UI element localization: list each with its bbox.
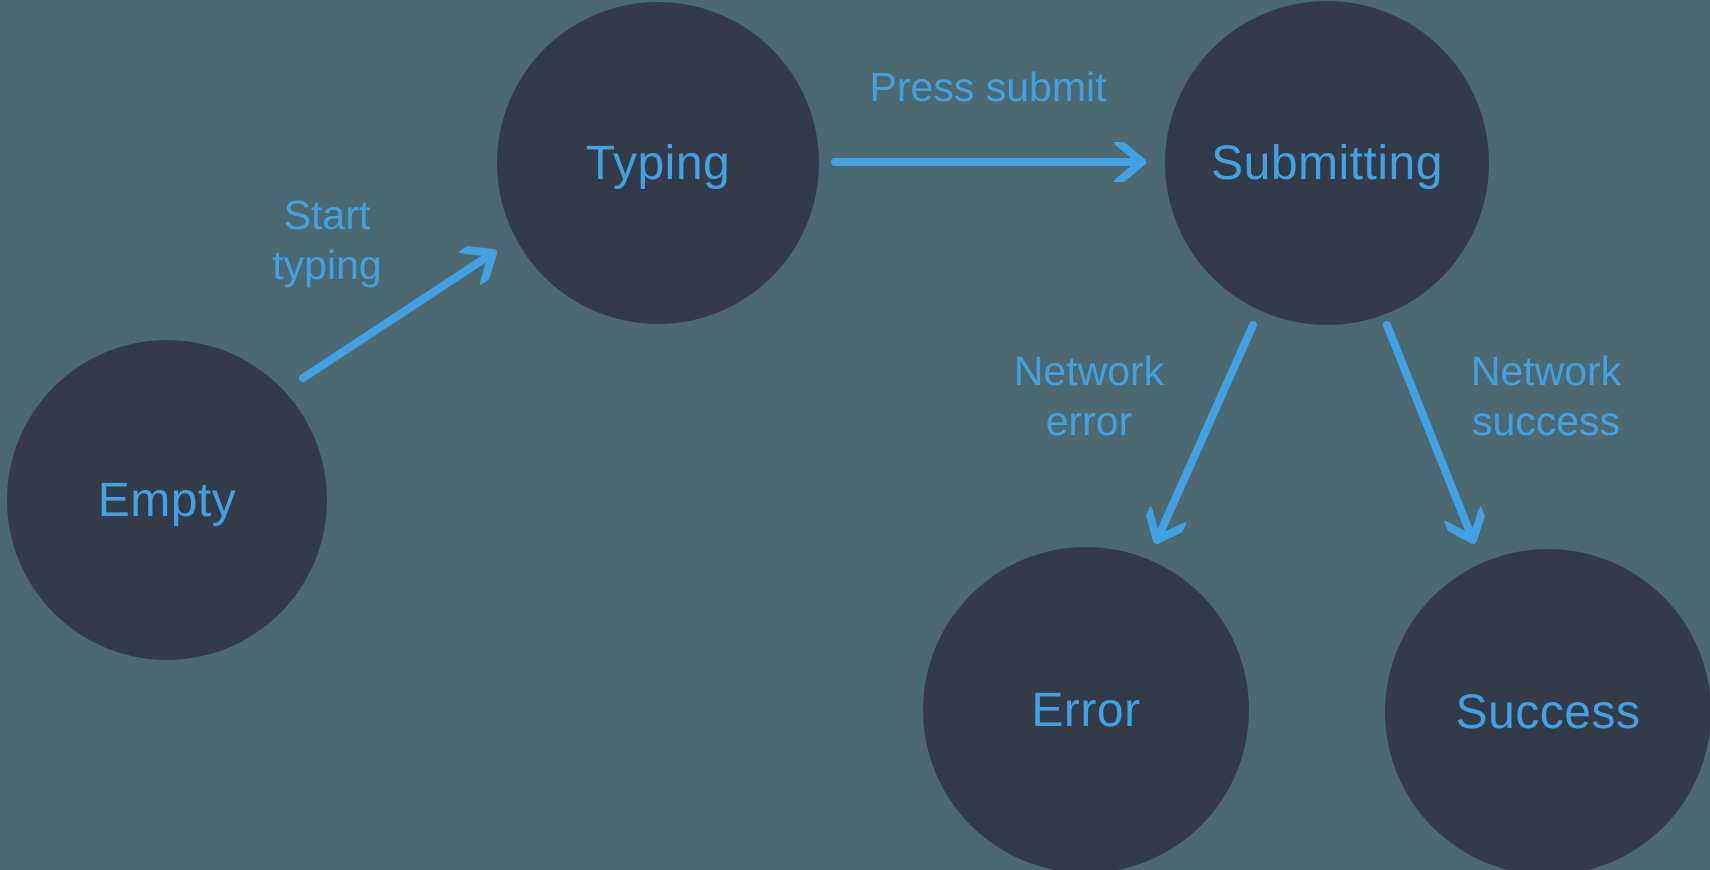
edge-label-line: Press submit <box>869 63 1107 110</box>
edge-label-line: Network <box>1013 347 1165 394</box>
edge-arrow-network-success <box>1383 321 1473 544</box>
edge-label-network-success: Network success <box>1471 346 1621 446</box>
edge-label-press-submit: Press submit <box>870 62 1107 112</box>
edge-label-network-error: Network error <box>1014 346 1164 446</box>
edge-label-line: typing <box>272 242 382 288</box>
edge-label-start-typing: Start typing <box>272 190 381 290</box>
state-node-empty: Empty <box>7 340 327 660</box>
state-node-error-label: Error <box>1031 683 1141 737</box>
state-node-typing: Typing <box>497 2 819 324</box>
state-node-success: Success <box>1385 549 1710 870</box>
state-node-error: Error <box>923 547 1249 870</box>
state-node-success-label: Success <box>1455 685 1641 739</box>
edge-label-line: success <box>1471 398 1621 444</box>
edge-label-line: Start <box>283 191 371 238</box>
edge-arrow-network-error <box>1157 321 1257 544</box>
edge-label-line: Network <box>1470 347 1622 394</box>
state-node-submitting: Submitting <box>1165 1 1489 325</box>
edge-label-line: error <box>1045 398 1133 444</box>
state-node-submitting-label: Submitting <box>1211 136 1443 190</box>
state-node-typing-label: Typing <box>585 136 731 190</box>
state-node-empty-label: Empty <box>97 473 237 527</box>
